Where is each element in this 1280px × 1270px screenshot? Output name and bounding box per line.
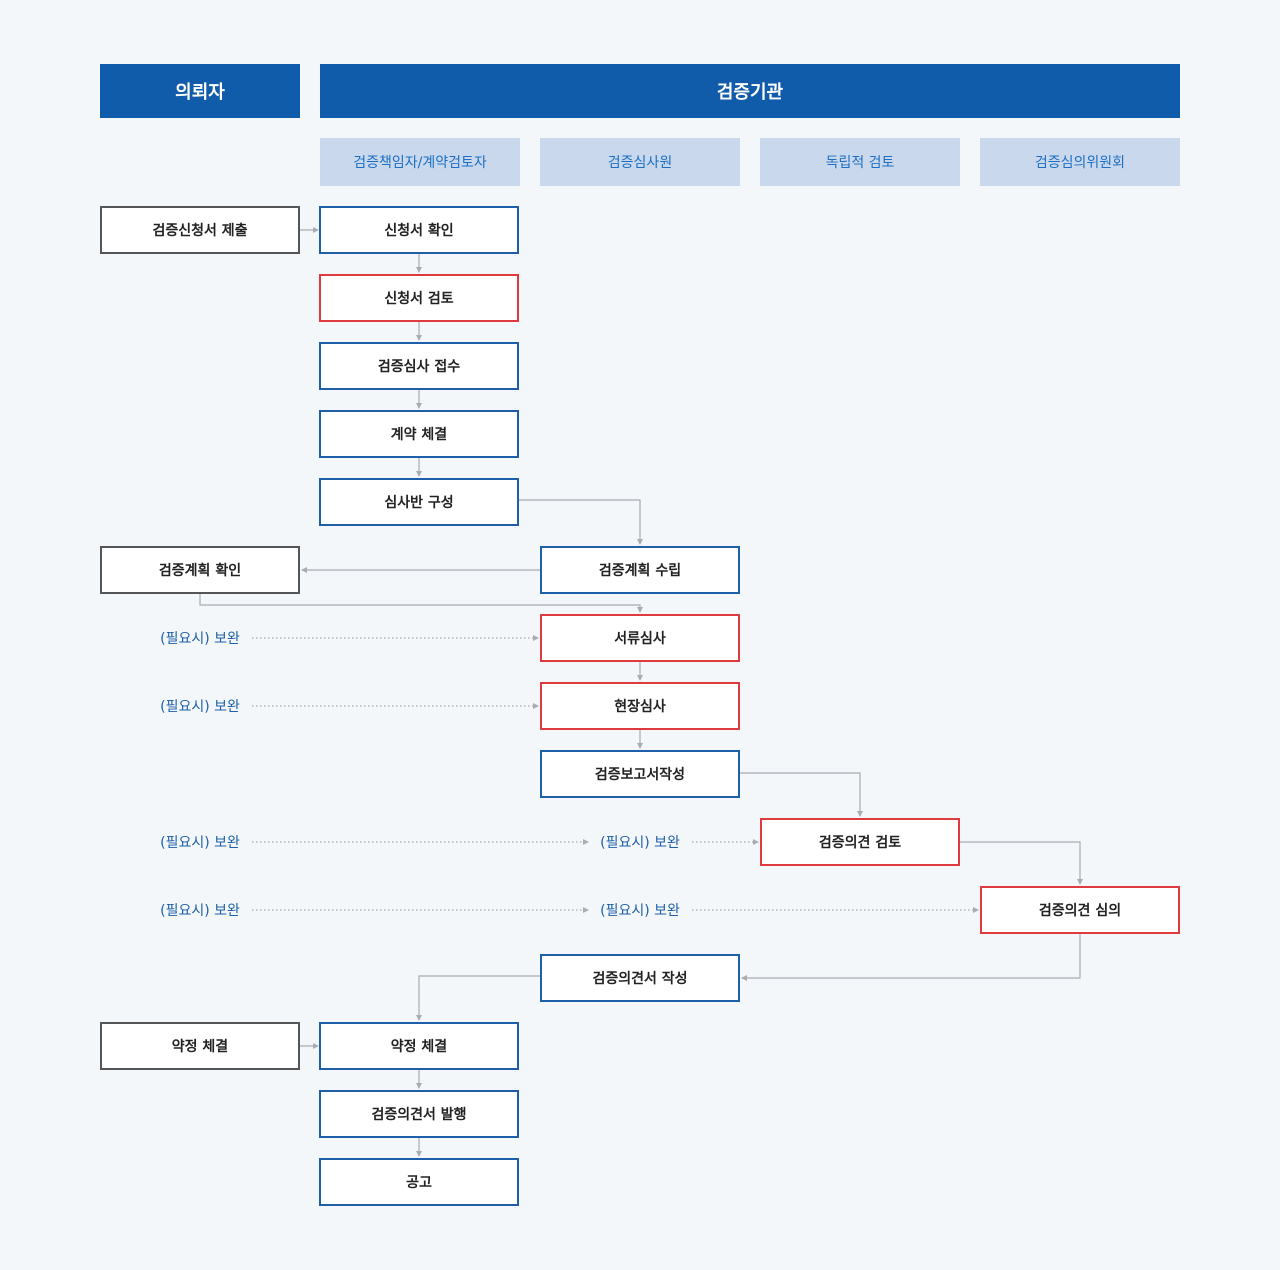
note-supplement: (필요시) 보완 [600,835,680,851]
step-sign-contract: 계약 체결 [319,410,519,458]
note-supplement: (필요시) 보완 [160,835,240,851]
connector-team-to-plan [519,499,643,545]
connector-deliberation-to-write-opinion [741,934,1081,981]
connector-report-to-opinion-review [740,772,863,817]
subheader-independent-review: 독립적 검토 [760,138,960,186]
step-document-review: 서류심사 [540,614,740,662]
step-write-report: 검증보고서작성 [540,750,740,798]
note-supplement: (필요시) 보완 [160,699,240,715]
step-review-application: 신청서 검토 [319,274,519,322]
step-agreement-requester: 약정 체결 [100,1022,300,1070]
subheader-auditor: 검증심사원 [540,138,740,186]
step-write-opinion: 검증의견서 작성 [540,954,740,1002]
agency-header: 검증기관 [320,64,1180,118]
step-issue-opinion: 검증의견서 발행 [319,1090,519,1138]
connector-review-to-deliberation [960,841,1083,885]
note-supplement: (필요시) 보완 [160,903,240,919]
step-establish-plan: 검증계획 수립 [540,546,740,594]
note-supplement: (필요시) 보완 [160,631,240,647]
requester-header: 의뢰자 [100,64,300,118]
step-opinion-deliberation: 검증의견 심의 [980,886,1180,934]
step-receive-audit: 검증심사 접수 [319,342,519,390]
step-agreement-agency: 약정 체결 [319,1022,519,1070]
step-announcement: 공고 [319,1158,519,1206]
step-submit-application: 검증신청서 제출 [100,206,300,254]
step-site-audit: 현장심사 [540,682,740,730]
note-supplement: (필요시) 보완 [600,903,680,919]
connector-confirm-plan-to-document [199,594,643,613]
subheader-committee: 검증심의위원회 [980,138,1180,186]
step-confirm-application: 신청서 확인 [319,206,519,254]
step-opinion-review: 검증의견 검토 [760,818,960,866]
step-form-team: 심사반 구성 [319,478,519,526]
subheader-manager: 검증책임자/계약검토자 [320,138,520,186]
connector-write-opinion-to-agreement [416,975,540,1021]
step-confirm-plan: 검증계획 확인 [100,546,300,594]
